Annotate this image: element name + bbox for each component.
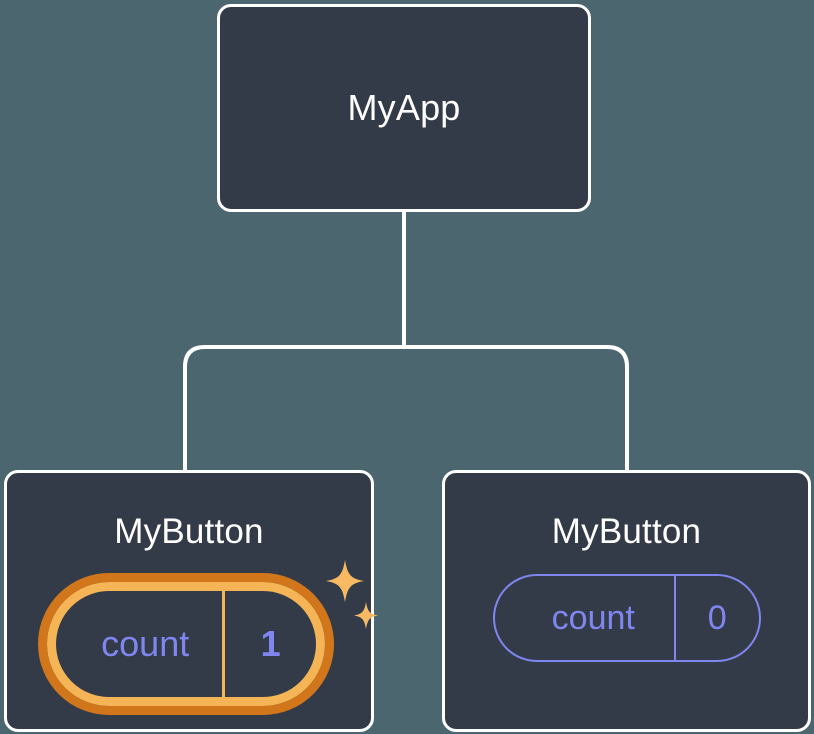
- node-title: MyButton: [551, 512, 702, 551]
- state-value: 0: [674, 576, 758, 660]
- state-pill-container: count 0: [492, 574, 761, 662]
- node-title: MyApp: [347, 87, 461, 128]
- state-pill-container: count 1: [38, 560, 378, 715]
- connector-bus-right: [404, 345, 629, 470]
- sparkle-icon: [326, 560, 378, 629]
- state-key: count: [551, 598, 635, 637]
- state-pill-highlighted[interactable]: count 1: [38, 573, 334, 715]
- connector-bus-left: [183, 345, 404, 470]
- node-mybutton-right[interactable]: MyButton count 0: [442, 470, 811, 732]
- state-key: count: [101, 623, 190, 664]
- sparkle-large-icon: [326, 560, 364, 602]
- node-mybutton-left[interactable]: MyButton count 1: [4, 470, 378, 732]
- state-pill[interactable]: count 0: [492, 574, 761, 662]
- node-title: MyButton: [114, 512, 264, 551]
- state-value: 1: [222, 591, 316, 697]
- node-myapp[interactable]: MyApp: [217, 4, 591, 212]
